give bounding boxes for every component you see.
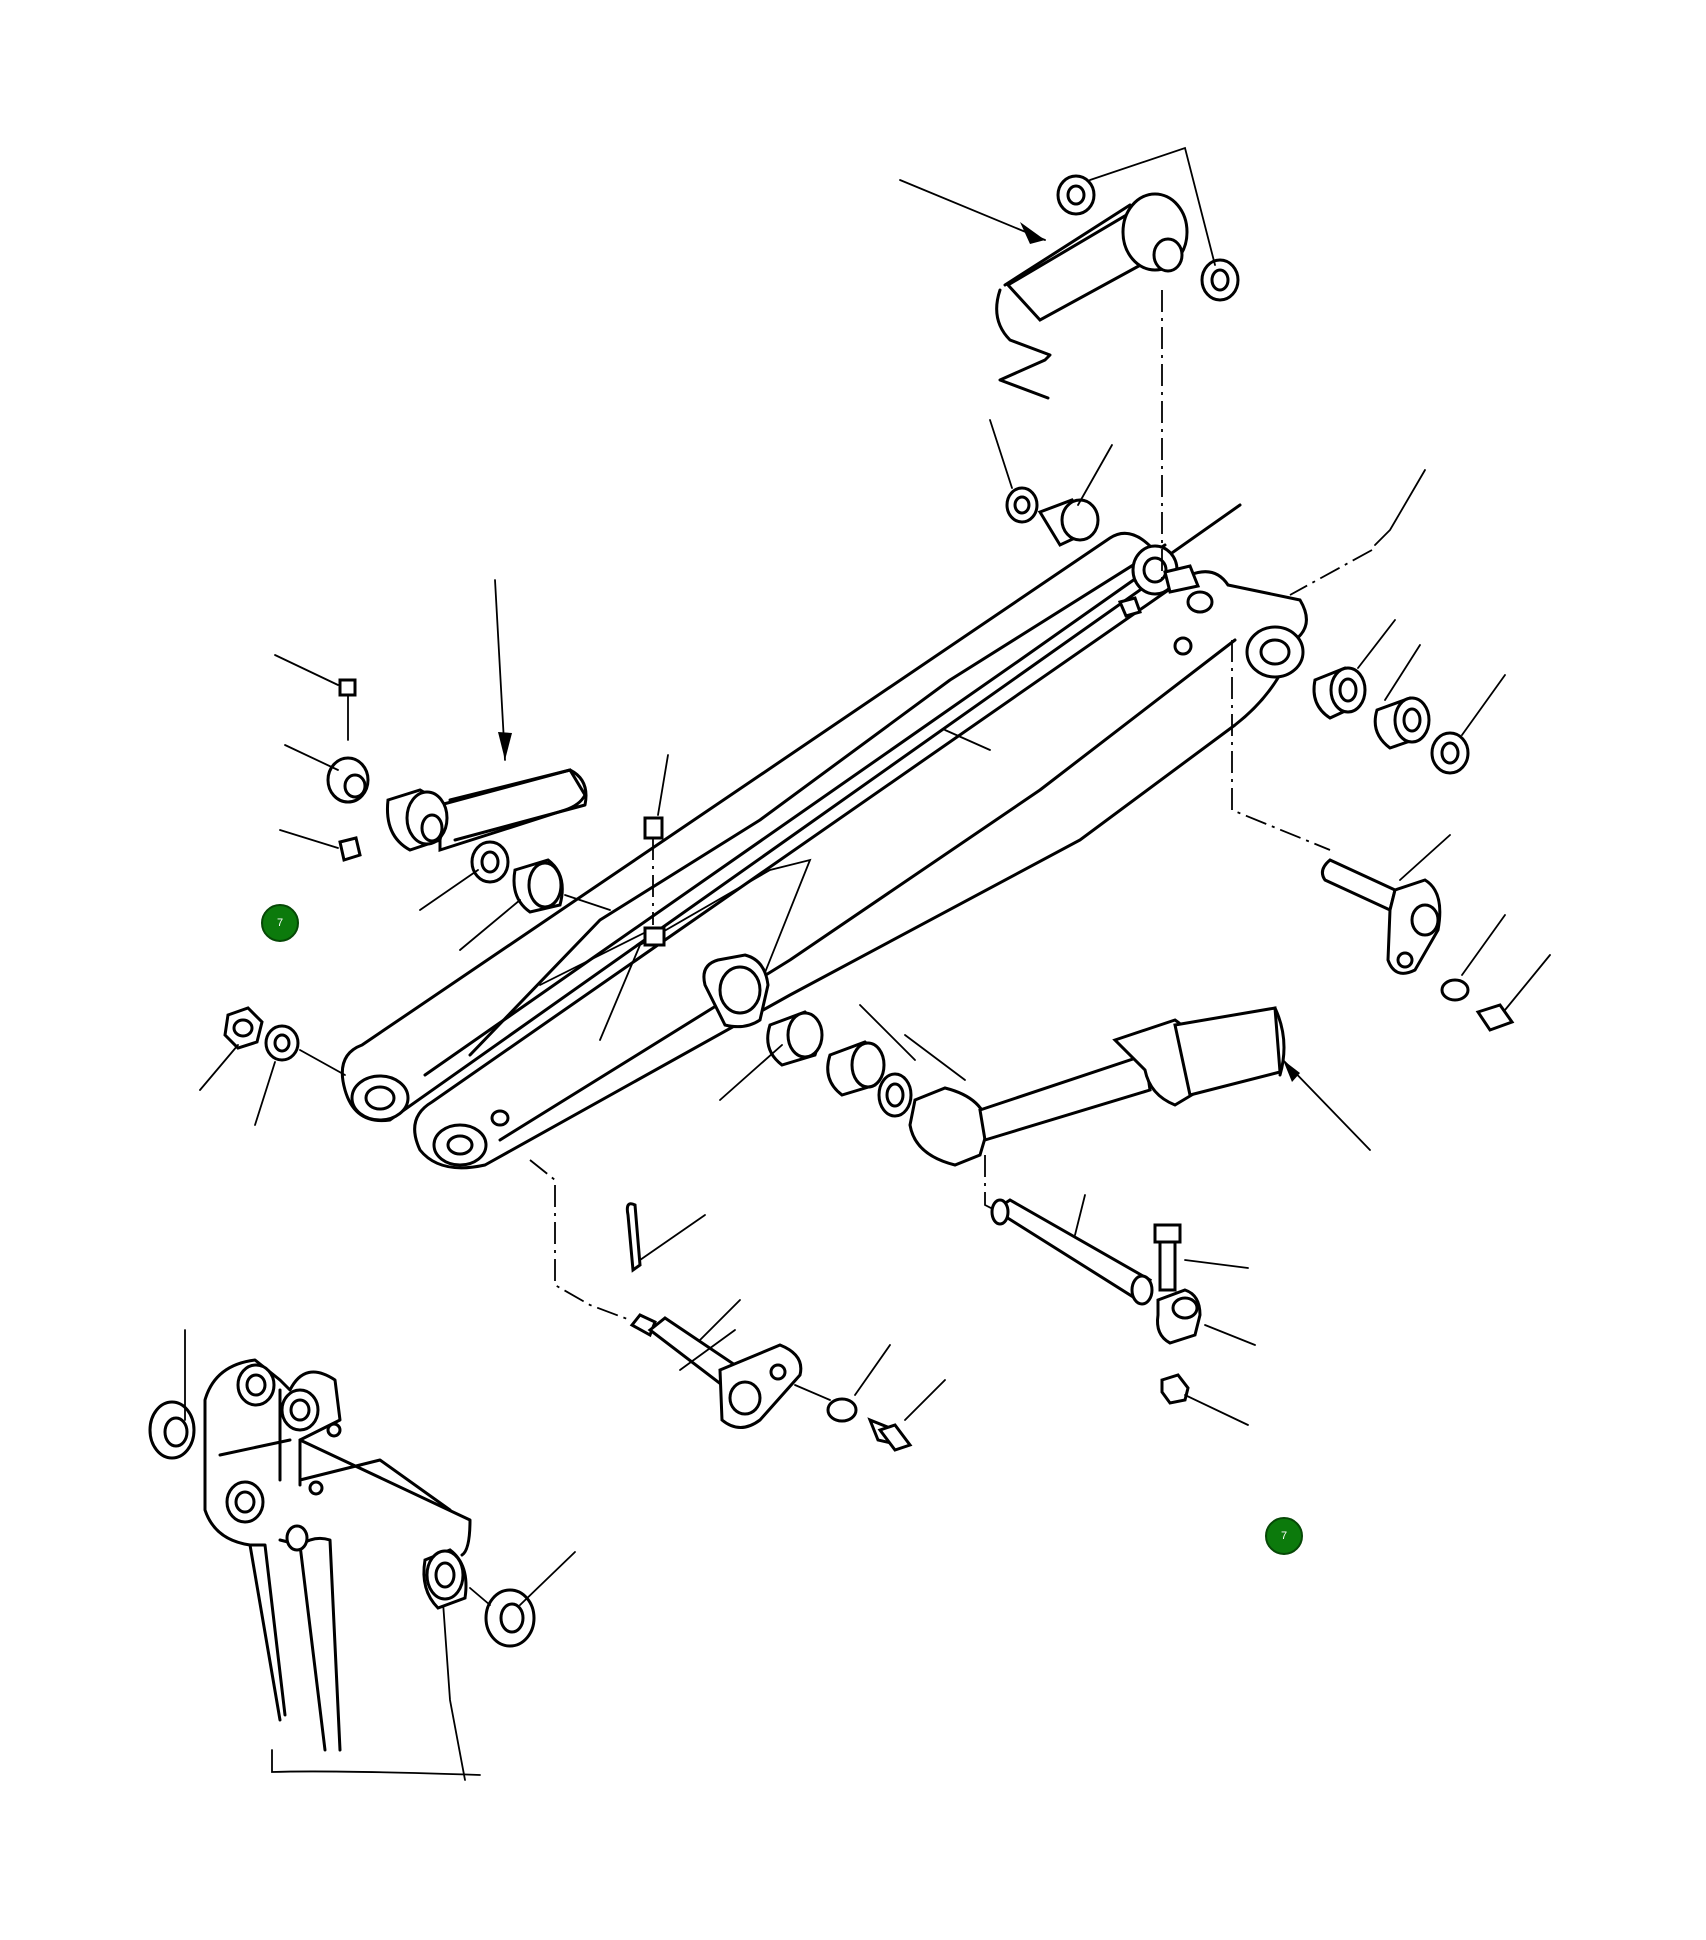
right-pivot-bushes bbox=[1312, 619, 1506, 775]
left-lower-fixings bbox=[199, 1006, 346, 1126]
lower-right-ram bbox=[908, 1006, 1371, 1216]
left-ram-assembly bbox=[274, 579, 669, 951]
callout-left[interactable]: 7 bbox=[261, 904, 299, 942]
bracket-washers bbox=[148, 1329, 576, 1648]
top-ram-assembly bbox=[899, 146, 1240, 580]
upper-pivot-bushes bbox=[989, 419, 1426, 618]
centre-bushes bbox=[719, 1004, 966, 1118]
chassis-bracket bbox=[203, 1358, 481, 1781]
lower-right-pin bbox=[990, 1194, 1256, 1426]
callout-right[interactable]: 7 bbox=[1265, 1517, 1303, 1555]
right-pin-assembly bbox=[1231, 640, 1551, 1032]
lower-left-pin bbox=[529, 1159, 946, 1452]
lift-arm bbox=[340, 503, 1308, 1170]
